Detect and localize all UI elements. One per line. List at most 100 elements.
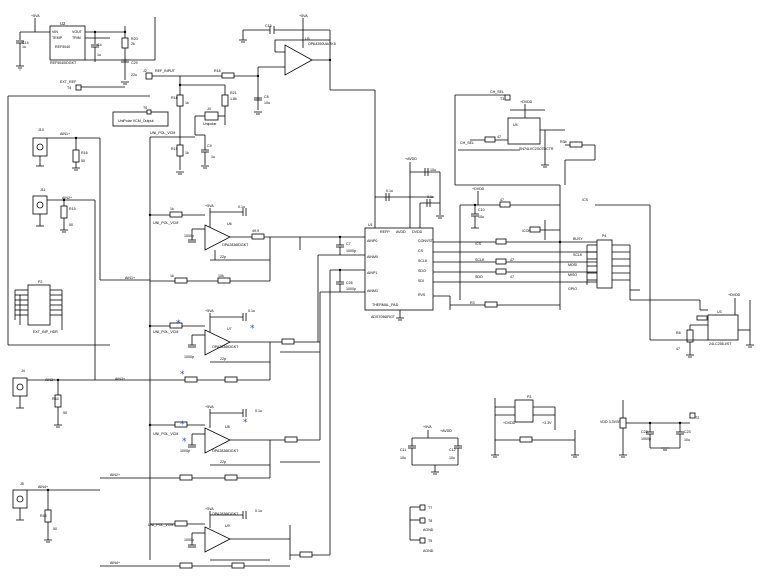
adc-pin-rvs: RVS xyxy=(418,293,426,297)
junctions xyxy=(46,30,682,492)
r19 xyxy=(176,144,184,157)
u5-amp xyxy=(284,44,313,76)
r16 xyxy=(72,149,80,163)
amp2-rg xyxy=(184,376,198,383)
eeprom-ref: U3 xyxy=(717,310,722,314)
amp3-supply: +5VA xyxy=(205,405,214,409)
adc-c-val3: 0.1u xyxy=(427,195,434,199)
amp2-cf: 22p xyxy=(220,357,226,361)
r15-ref: R15 xyxy=(69,207,76,211)
sma-j11 xyxy=(32,195,48,215)
c26-val: 1000p xyxy=(346,287,356,291)
p3-connector xyxy=(514,399,534,423)
ref-input-net: REF_INPUT xyxy=(155,69,176,73)
iso-supply: +DVDD xyxy=(520,100,533,104)
ldo-jumper[interactable] xyxy=(619,417,627,429)
amp1-rf-val: 10k xyxy=(218,274,224,278)
sig-cs-h: /CS xyxy=(582,198,589,202)
sig-sdo: SDO xyxy=(475,275,483,279)
adc-ref: U1 xyxy=(368,223,373,227)
c9-val: 1u xyxy=(211,155,215,159)
amp1-supply: +5VA xyxy=(205,204,214,208)
adc-pin-sdi: SDI xyxy=(418,279,424,283)
adc-pin-cs: CS xyxy=(418,249,424,253)
c7-val: 1000p xyxy=(346,249,356,253)
adc-pin-convst: CONVST xyxy=(418,239,434,243)
amp3-ref: U8 xyxy=(225,425,230,429)
reference-buffer: C15 +5VA U5 OPA4350UA/2K5 R18 C8 10u xyxy=(212,14,336,115)
c11-val: 10u xyxy=(400,456,406,460)
r-pullup xyxy=(686,329,694,343)
amp4-cap: 0.1u xyxy=(255,509,262,513)
chsel-net: CH_SEL xyxy=(460,141,474,145)
c10-ref: C10 xyxy=(478,208,485,212)
amp4-rg xyxy=(179,562,193,569)
amp4-rout xyxy=(299,551,313,558)
amp3-c1: 1000p xyxy=(180,449,190,453)
sma-j5 xyxy=(12,489,28,509)
r16-ref: R16 xyxy=(81,151,88,155)
p3-ref: P3 xyxy=(527,395,531,399)
r18-ref: R18 xyxy=(171,96,178,100)
sma-j4 xyxy=(12,377,28,397)
vcm-net-label: UNI_POL_VCM xyxy=(150,131,175,135)
power-section: +5VA +AVDD C11 10u C12 10u P3 +DVDD +3.3… xyxy=(400,395,699,475)
r8-ref: R8 xyxy=(676,331,681,335)
r3b-ref: R3b xyxy=(560,140,567,144)
sig-miso: MISO xyxy=(568,273,577,277)
tp5-label: AGND xyxy=(423,549,434,553)
logic-ic xyxy=(507,117,541,145)
ref-ic-part: REF5040 xyxy=(55,45,70,49)
ext-ref-label: EXT_REF xyxy=(60,80,77,84)
unipolar-ref: J4 xyxy=(207,107,211,111)
rs-cs: 47 xyxy=(500,198,504,202)
ref-ic-ref: U2 xyxy=(60,21,66,26)
sig-busy: BUSY xyxy=(573,237,583,241)
amp4-part: OPA2836IDGKT xyxy=(212,512,239,516)
r45-ref: R45 xyxy=(40,514,47,518)
input-connectors: J10 AIN1+ R16 50 J11 AIN2+ R15 50 J4 AIN… xyxy=(7,95,150,543)
chsel-label: CH_SEL xyxy=(490,90,504,94)
amp3-rout xyxy=(284,436,298,443)
c23-val: 10u xyxy=(684,438,690,442)
amp2-star2: * xyxy=(176,319,181,329)
r20 xyxy=(121,37,129,49)
adc-c-val2: 10u xyxy=(430,168,436,172)
ref-vin-pin: VIN xyxy=(52,30,58,34)
r-chsel-val: 47 xyxy=(497,135,501,139)
amp1-ref: U6 xyxy=(227,222,232,226)
sig-sclk: SCLK xyxy=(475,258,485,262)
ain2-net: AIN2+ xyxy=(62,196,72,200)
amp3-star2: * xyxy=(180,420,185,430)
r21-val: 1.8k xyxy=(230,97,237,101)
j5-ref: J5 xyxy=(20,482,24,486)
amp4-rin xyxy=(174,520,188,527)
unipolar-jumper[interactable] xyxy=(204,111,219,121)
tp8-label: AGND xyxy=(423,528,434,532)
c12-ref: C12 xyxy=(449,448,456,452)
p3-p33: +3.3V xyxy=(542,421,552,425)
vcm-output-label: UniPolar VCM_Output xyxy=(118,119,154,123)
amp4-supply: +5VA xyxy=(205,507,214,511)
r-rvs: R3 xyxy=(470,301,475,305)
amp1-rout-val: 49.9 xyxy=(252,229,259,233)
amp1-part: OPA2836IDGKT xyxy=(222,243,249,247)
r18-val: 1k xyxy=(185,101,189,105)
reference-section: +5VA U2 VIN VOUT TEMP TRIM REF5040 REF50… xyxy=(16,14,212,91)
sig-cs: /CS xyxy=(475,242,482,246)
adc-part: ADS7056IRGT xyxy=(371,315,396,319)
r18 xyxy=(176,94,184,107)
adc-pin-sclk: SCLK xyxy=(418,259,428,263)
u5-ref: U5 xyxy=(305,37,310,41)
p2-ref: P2 xyxy=(38,280,42,284)
adc-pin-refp: REFP xyxy=(380,230,390,234)
unipolar-label: Unipolar xyxy=(203,122,217,126)
amp3-rin xyxy=(174,421,188,428)
amp1-cf: 22p xyxy=(220,255,226,259)
c4-ref: C4 xyxy=(97,43,102,47)
r20-ref: R20 xyxy=(131,37,138,41)
sma-j10 xyxy=(32,137,48,157)
j10-ref: J10 xyxy=(38,128,44,132)
amp2-star3: * xyxy=(180,370,185,380)
